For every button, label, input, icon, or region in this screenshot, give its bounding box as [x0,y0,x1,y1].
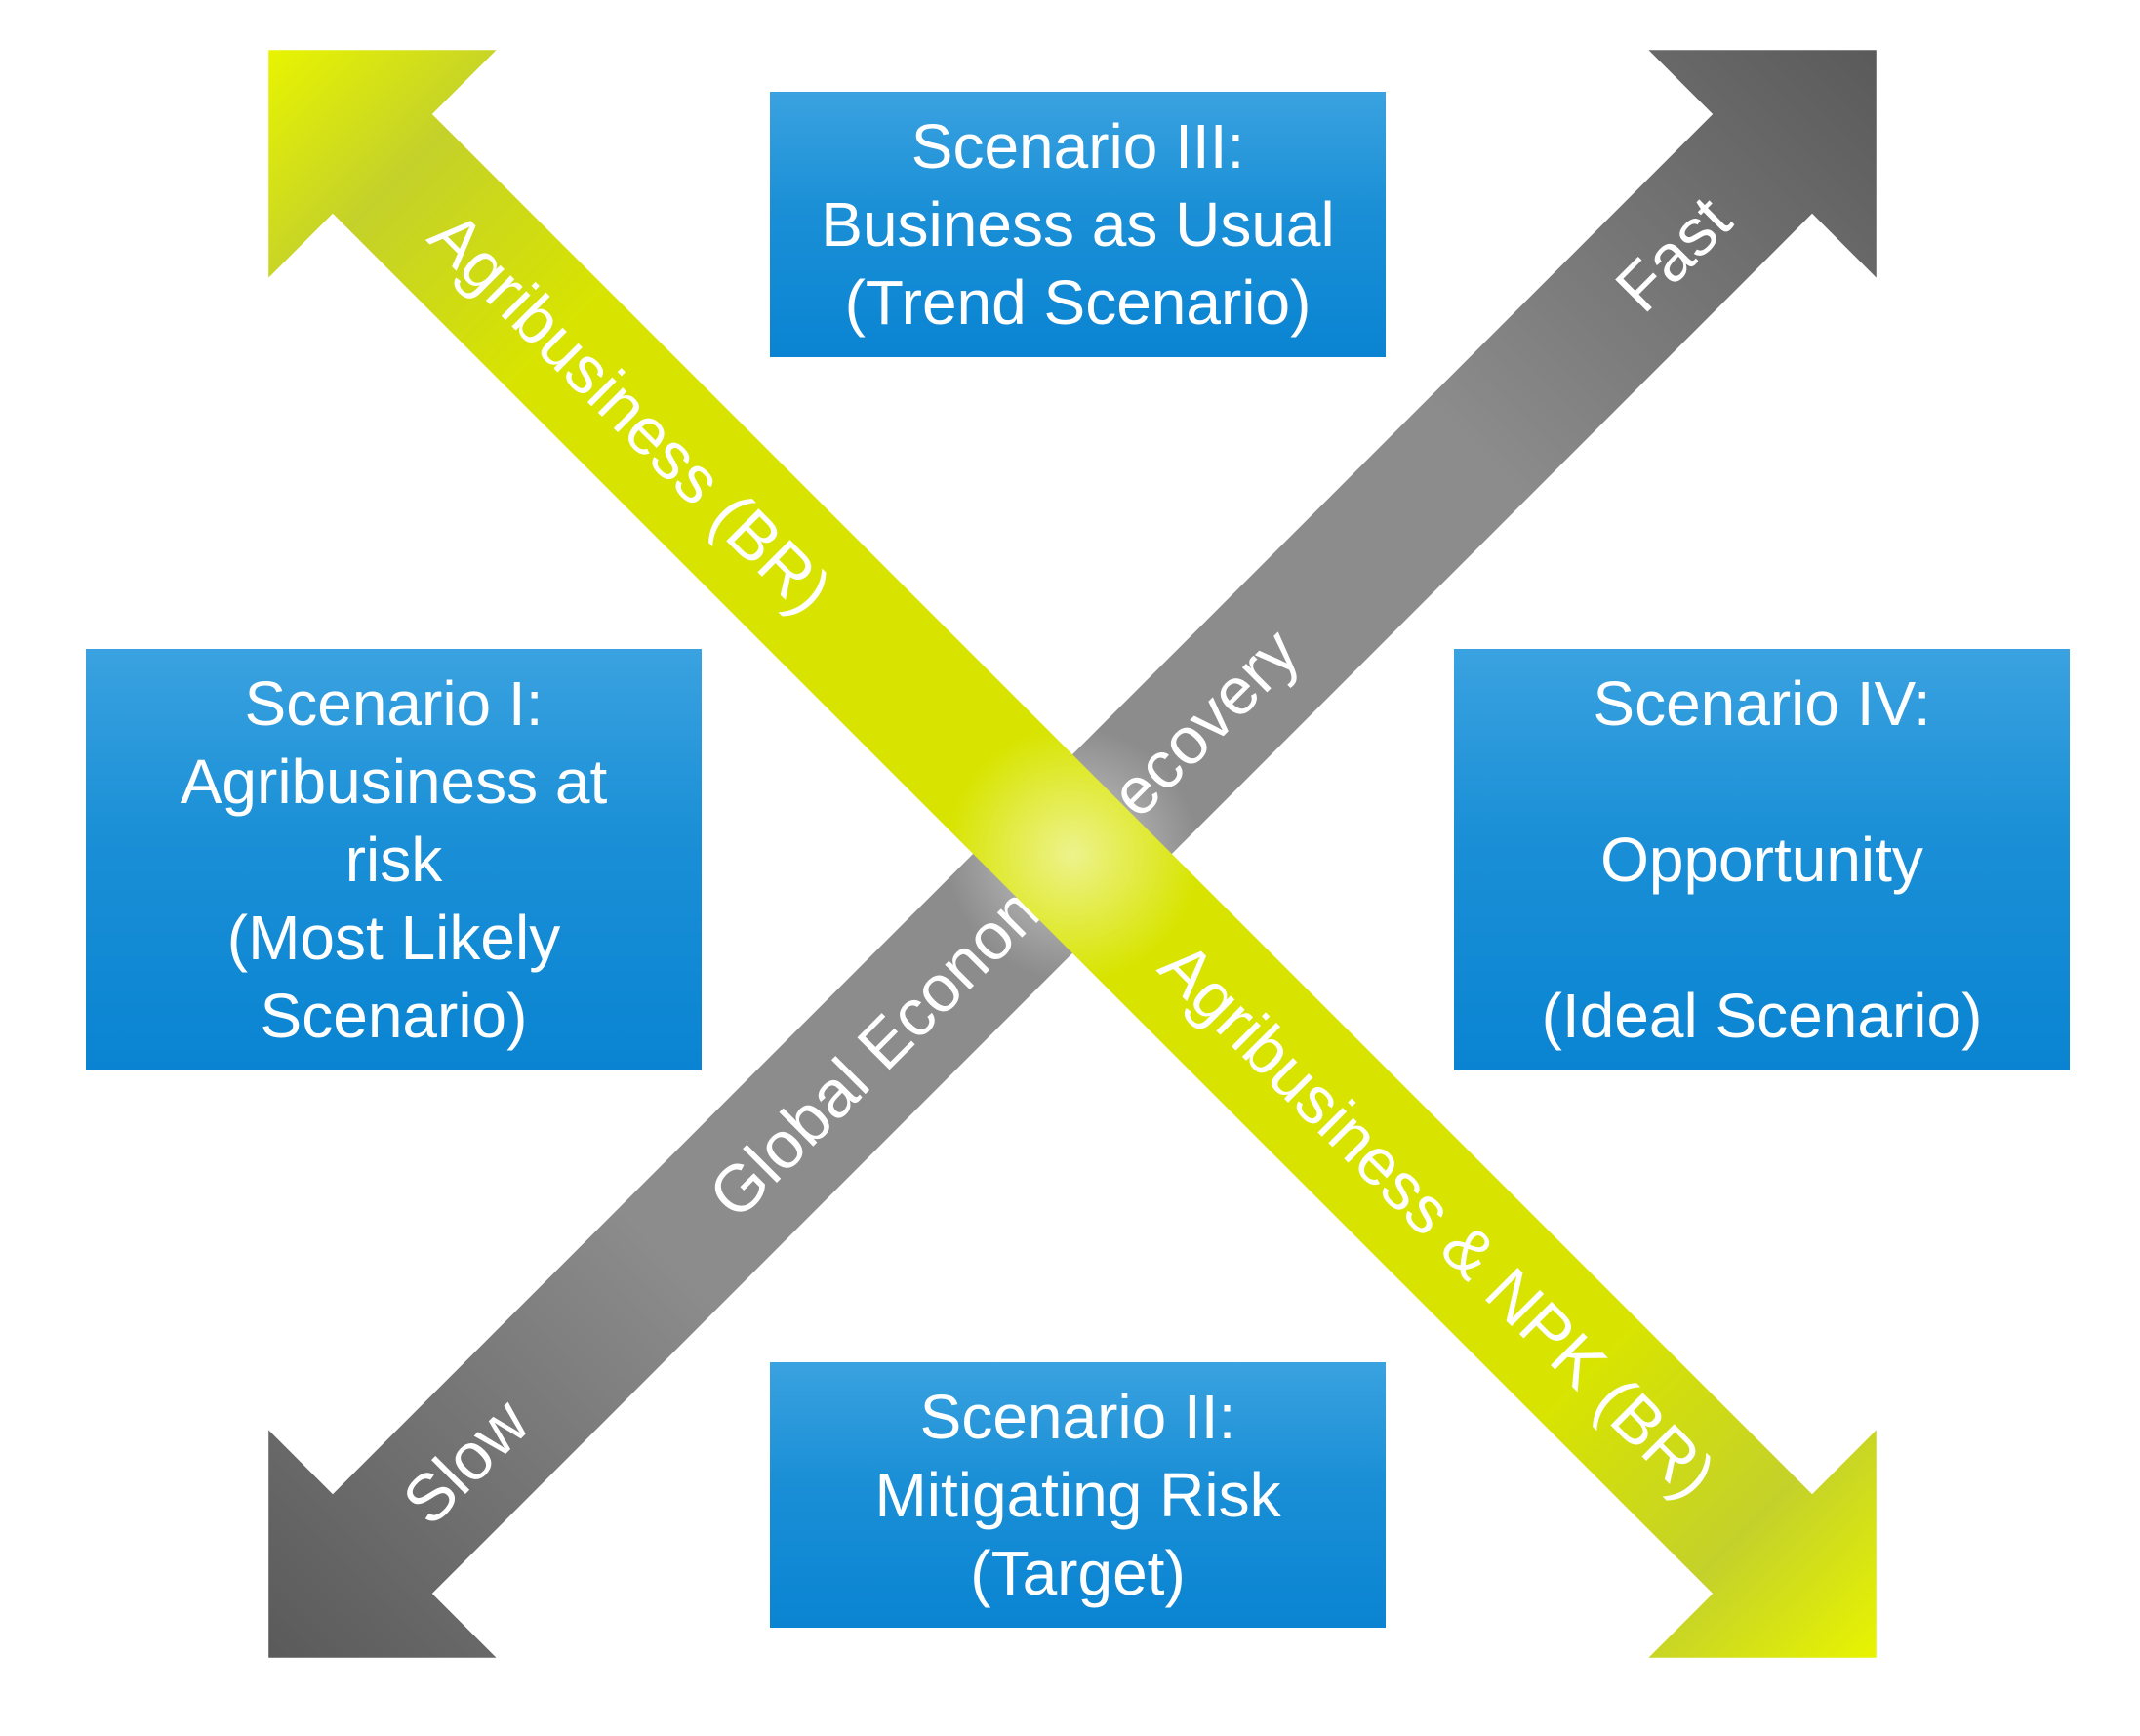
scenario-ii-title: Scenario II: [919,1382,1236,1452]
scenario-ii-name: Mitigating Risk [874,1460,1281,1530]
scenario-i-name-line1: Agribusiness at [180,747,608,817]
scenario-iii-subtitle: (Trend Scenario) [844,267,1312,338]
scenario-i-subtitle-line1: (Most Likely [226,903,561,973]
scenario-iv-box: Scenario IV: Opportunity (Ideal Scenario… [1454,649,2070,1070]
scenario-iv-name: Opportunity [1600,825,1923,895]
crossing-glow [946,727,1199,981]
scenario-i-box: Scenario I: Agribusiness at risk (Most L… [86,649,702,1070]
scenario-ii-subtitle: (Target) [970,1538,1186,1608]
scenario-iii-box: Scenario III: Business as Usual (Trend S… [770,92,1386,357]
scenario-iv-title: Scenario IV: [1593,668,1931,739]
scenario-i-title: Scenario I: [244,668,544,739]
scenario-i-subtitle-line2: Scenario) [260,981,528,1051]
scenario-i-name-line2: risk [344,825,443,895]
scenario-ii-box: Scenario II: Mitigating Risk (Target) [770,1362,1386,1628]
scenario-iv-subtitle: (Ideal Scenario) [1541,981,1983,1051]
scenario-iii-name: Business as Usual [821,189,1335,260]
scenario-iii-title: Scenario III: [910,111,1245,182]
